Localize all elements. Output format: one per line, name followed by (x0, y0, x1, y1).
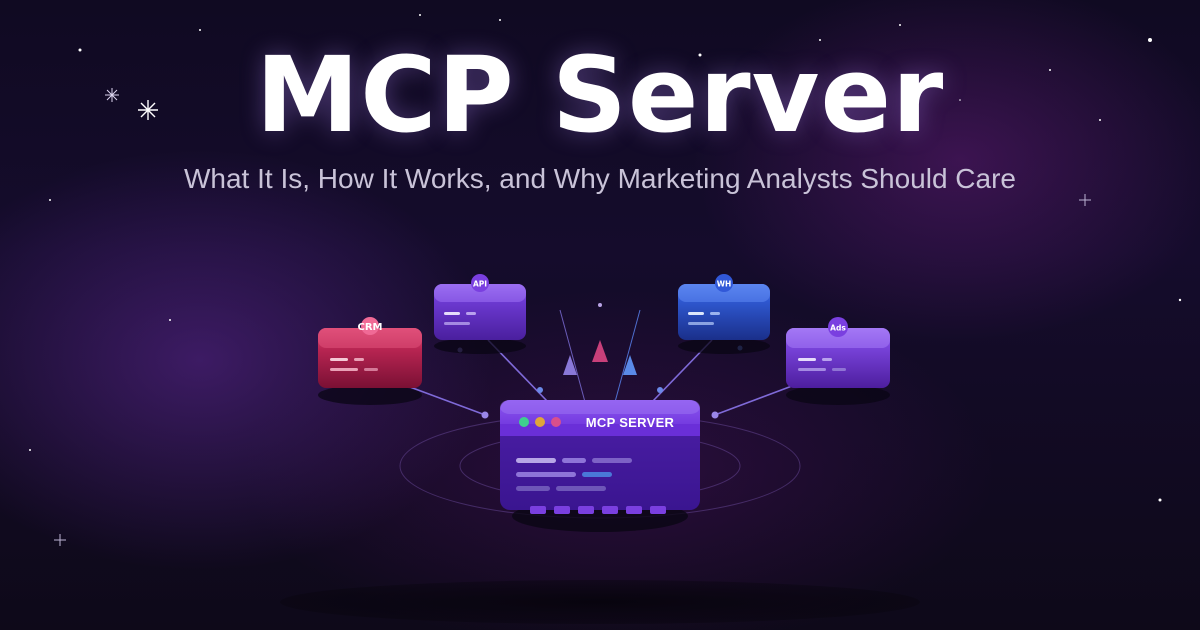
status-dot-pink (551, 417, 561, 427)
plus-star-icon (54, 194, 1091, 546)
mcp-server-box: MCP SERVER (500, 400, 700, 532)
server-label: MCP SERVER (586, 415, 675, 430)
status-dot-green (519, 417, 529, 427)
ads-node-card: Ads (786, 317, 890, 405)
crm-node-card: CRM (318, 317, 422, 405)
ads-badge-label: Ads (830, 324, 846, 333)
api-badge-label: API (473, 280, 487, 289)
sparkle-icon (105, 88, 119, 102)
warehouse-badge-label: WH (717, 280, 732, 289)
ads-icon (828, 317, 848, 337)
api-node-card: API (434, 274, 526, 354)
crm-badge-label: CRM (358, 322, 383, 333)
server-ports (530, 506, 666, 514)
warehouse-node-card: WH (678, 274, 770, 354)
sparkle-icon (138, 100, 158, 120)
status-dot-amber (535, 417, 545, 427)
page-subtitle: What It Is, How It Works, and Why Market… (183, 163, 1016, 194)
floor-shadow (280, 580, 920, 624)
star-field (29, 14, 1182, 502)
floating-shapes (563, 340, 637, 375)
crm-icon (361, 317, 379, 335)
warehouse-icon (715, 274, 733, 292)
page-title: MCP Server (255, 34, 945, 156)
api-icon (471, 274, 489, 292)
